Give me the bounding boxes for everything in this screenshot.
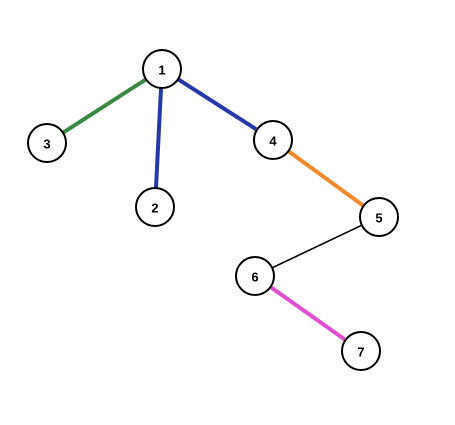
edge-6-7 (269, 285, 347, 342)
node-4: 4 (253, 120, 293, 160)
edge-1-2 (153, 87, 164, 189)
node-label: 5 (375, 211, 382, 226)
node-6: 6 (235, 256, 275, 296)
edge-5-6 (271, 224, 363, 269)
edges-layer (61, 77, 365, 342)
nodes-layer: 1 2 3 4 5 6 7 (27, 49, 399, 371)
node-label: 3 (43, 137, 50, 152)
node-5: 5 (359, 197, 399, 237)
edge-1-3 (61, 77, 148, 135)
node-circle (359, 197, 399, 237)
node-circle (142, 49, 182, 89)
node-circle (341, 331, 381, 371)
node-circle (253, 120, 293, 160)
edge-4-5 (287, 149, 365, 208)
node-circle (235, 256, 275, 296)
node-circle (135, 187, 175, 227)
node-label: 7 (357, 345, 364, 360)
edge-1-4 (176, 77, 259, 132)
node-7: 7 (341, 331, 381, 371)
node-2: 2 (135, 187, 175, 227)
node-label: 1 (158, 63, 165, 78)
node-label: 2 (151, 201, 158, 216)
node-circle (27, 123, 67, 163)
node-1: 1 (142, 49, 182, 89)
node-label: 6 (251, 270, 258, 285)
node-3: 3 (27, 123, 67, 163)
node-label: 4 (269, 134, 277, 149)
